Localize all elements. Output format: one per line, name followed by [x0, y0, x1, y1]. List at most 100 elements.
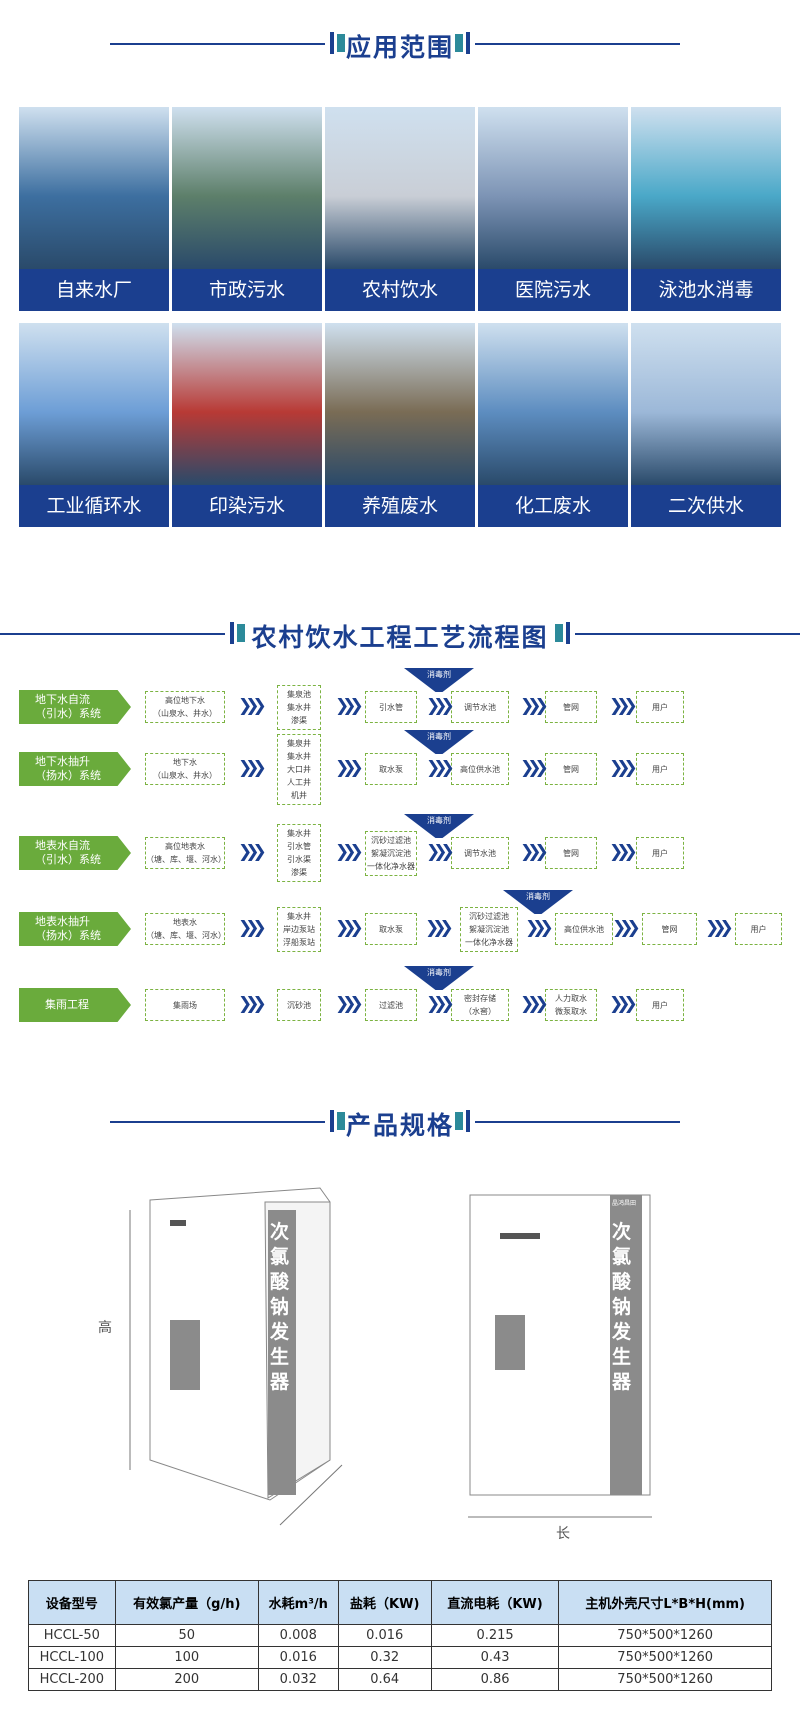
flow-step-box: 地表水 （塘、库、堰、河水） [145, 913, 226, 945]
table-cell: HCCL-50 [28, 1624, 116, 1647]
flow-row-label: 地表水抽升 （扬水）系统 [19, 912, 131, 946]
flow-step-box: 用户 [636, 989, 684, 1021]
table-cell: 0.64 [337, 1668, 432, 1691]
table-header: 主机外壳尺寸L*B*H(mm) [558, 1580, 772, 1625]
table-cell: 0.032 [257, 1668, 339, 1691]
chevron-arrow-icon: ❯❯❯ [238, 696, 267, 716]
flow-step-box: 管网 [545, 691, 597, 723]
flow-step-box: 人力取水 微泵取水 [545, 989, 597, 1021]
flow-step-box: 密封存储 （水窖） [451, 989, 509, 1021]
disinfectant-marker: 消毒剂 [404, 730, 474, 754]
flow-step-box: 取水泵 [365, 913, 417, 945]
application-photo [19, 323, 169, 485]
chevron-arrow-icon: ❯❯❯ [520, 696, 549, 716]
chevron-arrow-icon: ❯❯❯ [335, 918, 364, 938]
title-bar-decoration [466, 1110, 470, 1132]
application-label: 医院污水 [478, 269, 628, 311]
divider [0, 633, 225, 635]
chevron-arrow-icon: ❯❯❯ [426, 842, 455, 862]
chevron-arrow-icon: ❯❯❯ [238, 842, 267, 862]
table-cell: 750*500*1260 [558, 1624, 772, 1647]
chevron-arrow-icon: ❯❯❯ [609, 696, 638, 716]
flow-step-box: 取水泵 [365, 753, 417, 785]
application-card[interactable]: 二次供水 [631, 323, 781, 527]
application-card[interactable]: 农村饮水 [325, 107, 475, 311]
chevron-arrow-icon: ❯❯❯ [426, 696, 455, 716]
chevron-arrow-icon: ❯❯❯ [426, 758, 455, 778]
flow-step-box: 管网 [545, 753, 597, 785]
table-cell: 0.32 [337, 1646, 432, 1669]
title-bar-decoration [466, 32, 470, 54]
flow-step-box: 高位供水池 [555, 913, 613, 945]
flow-step-box: 用户 [636, 837, 684, 869]
table-cell: 0.215 [430, 1624, 560, 1647]
product-name-front: 次氯酸钠发生器 [612, 1221, 632, 1393]
application-photo [325, 107, 475, 269]
flow-step-box: 集泉井 集水井 大口井 人工井 机井 [277, 733, 321, 805]
divider [110, 43, 325, 45]
chevron-arrow-icon: ❯❯❯ [525, 918, 554, 938]
table-cell: 0.016 [337, 1624, 432, 1647]
application-label: 自来水厂 [19, 269, 169, 311]
chevron-arrow-icon: ❯❯❯ [238, 994, 267, 1014]
flow-step-box: 调节水池 [451, 837, 509, 869]
title-bar-decoration [455, 1112, 463, 1130]
flow-step-box: 管网 [642, 913, 697, 945]
title-bar-decoration [337, 34, 345, 52]
chevron-arrow-icon: ❯❯❯ [609, 758, 638, 778]
application-card[interactable]: 自来水厂 [19, 107, 169, 311]
title-bar-decoration [230, 622, 234, 644]
length-label: 长 [556, 1526, 570, 1542]
table-cell: 200 [114, 1668, 259, 1691]
flow-step-box: 地下水 （山泉水、井水） [145, 753, 225, 785]
application-photo [19, 107, 169, 269]
flow-step-box: 调节水池 [451, 691, 509, 723]
disinfectant-marker: 消毒剂 [404, 966, 474, 990]
section-title-text: 农村饮水工程工艺流程图 [251, 623, 549, 652]
chevron-arrow-icon: ❯❯❯ [520, 994, 549, 1014]
section-title-flow: 农村饮水工程工艺流程图 [0, 614, 800, 654]
table-cell: 0.016 [257, 1646, 339, 1669]
divider [575, 633, 800, 635]
chevron-arrow-icon: ❯❯❯ [335, 758, 364, 778]
title-bar-decoration [330, 1110, 334, 1132]
flow-step-box: 过滤池 [365, 989, 417, 1021]
table-cell: 0.008 [257, 1624, 339, 1647]
application-card[interactable]: 养殖废水 [325, 323, 475, 527]
divider [110, 1121, 325, 1123]
table-header: 有效氯产量（g/h) [114, 1580, 259, 1625]
flow-step-box: 集水井 岸边泵站 浮船泵站 [277, 906, 321, 952]
product-drawing-front [468, 1194, 652, 1518]
divider [475, 43, 680, 45]
chevron-arrow-icon: ❯❯❯ [425, 918, 454, 938]
section-title-text: 应用范围 [345, 33, 454, 62]
title-bar-decoration [237, 624, 245, 642]
section-title-applications: 应用范围 [0, 24, 800, 64]
chevron-arrow-icon: ❯❯❯ [609, 842, 638, 862]
flow-step-box: 高位地下水 （山泉水、井水） [145, 691, 225, 723]
flow-step-box: 引水管 [365, 691, 417, 723]
application-card[interactable]: 工业循环水 [19, 323, 169, 527]
application-label: 泳池水消毒 [631, 269, 781, 311]
application-card[interactable]: 医院污水 [478, 107, 628, 311]
title-bar-decoration [330, 32, 334, 54]
height-label: 高 [98, 1320, 112, 1336]
chevron-arrow-icon: ❯❯❯ [705, 918, 734, 938]
flow-step-box: 高位地表水 （塘、库、堰、河水） [145, 837, 226, 869]
application-label: 印染污水 [172, 485, 322, 527]
title-bar-decoration [566, 622, 570, 644]
flow-step-box: 沉砂池 [277, 989, 321, 1021]
application-card[interactable]: 泳池水消毒 [631, 107, 781, 311]
section-title-specs: 产品规格 [0, 1102, 800, 1142]
table-cell: HCCL-200 [28, 1668, 116, 1691]
application-card[interactable]: 市政污水 [172, 107, 322, 311]
flow-step-box: 高位供水池 [451, 753, 509, 785]
application-label: 工业循环水 [19, 485, 169, 527]
product-drawing-perspective [129, 1187, 343, 1526]
application-card[interactable]: 化工废水 [478, 323, 628, 527]
flow-step-box: 沉砂过滤池 絮凝沉淀池 一体化净水器 [460, 906, 518, 952]
application-card[interactable]: 印染污水 [172, 323, 322, 527]
